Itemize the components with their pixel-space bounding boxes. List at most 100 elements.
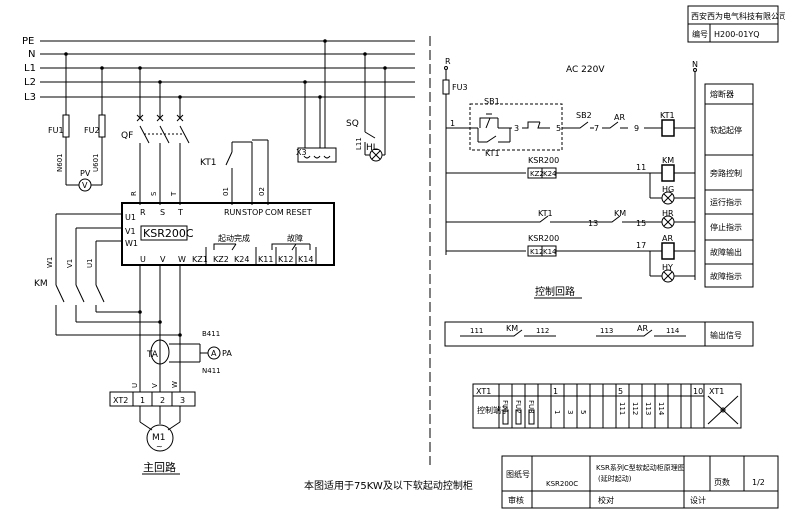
term-xt1: XT1 xyxy=(476,387,491,396)
wire-u1: U1 xyxy=(86,258,94,268)
wire-out-v: V xyxy=(151,383,159,388)
title-block-top: 西安西为电气科技有限公司 编号 H200-01YQ xyxy=(687,5,785,43)
term-col-10: 10 xyxy=(693,387,703,396)
term-col-1: 1 xyxy=(553,387,558,396)
company-name: 西安西为电气科技有限公司 xyxy=(691,11,785,21)
km-nc-label: KM xyxy=(614,209,626,218)
motor-sub: ~ xyxy=(156,442,163,451)
terminal-table: XT1 控制端子 FU1 FU2 FU3 1 5 10 XT1 1 3 5 11… xyxy=(472,383,742,429)
term-stop: STOP xyxy=(242,208,263,217)
wire-t: T xyxy=(170,191,178,197)
wire-v1: V1 xyxy=(66,259,74,268)
out-node-114: 114 xyxy=(666,327,680,335)
wire-02: 02 xyxy=(258,187,266,196)
node-11: 11 xyxy=(636,163,646,172)
title-block-bottom: 本图适用于75KW及以下软起动控制柜 图纸号 KSR200C KSR系列C型软起… xyxy=(304,455,779,509)
term-k24: K24 xyxy=(234,255,249,264)
term-k11: K11 xyxy=(258,255,273,264)
term-v: V xyxy=(160,255,166,264)
wire-b411: B411 xyxy=(202,330,220,338)
drawing-no-label: 图纸号 xyxy=(506,469,530,479)
wire-l11: L11 xyxy=(355,137,363,150)
bus-l3: L3 xyxy=(24,92,36,103)
term-code-1: 1 xyxy=(553,410,561,414)
term-col-xt1: XT1 xyxy=(709,387,724,396)
out-node-111: 111 xyxy=(470,327,483,335)
motor-label: M1 xyxy=(152,433,166,443)
ctrl-r: R xyxy=(445,57,451,66)
term-run: RUN xyxy=(224,208,241,217)
sb2-label: SB2 xyxy=(576,111,592,120)
audit-label: 审核 xyxy=(508,495,524,505)
fn-stop: 停止指示 xyxy=(710,222,742,232)
wire-u601: U601 xyxy=(92,154,100,172)
contact-u1: U1 xyxy=(125,213,136,222)
number-value: H200-01YQ xyxy=(714,30,760,39)
node-7: 7 xyxy=(594,124,599,133)
hl-label: HL xyxy=(366,143,378,153)
term-code-114: 114 xyxy=(657,402,665,416)
term-com: COM xyxy=(265,208,284,217)
term-fu2: FU2 xyxy=(514,400,522,414)
hg-label: HG xyxy=(662,185,674,194)
ctrl-n: N xyxy=(692,60,698,69)
term-code-112: 112 xyxy=(631,402,639,415)
kt1-contact-label: KT1 xyxy=(485,149,500,158)
hy-label: HY xyxy=(662,263,673,272)
drawing-name: KSR系列C型软起动柜原理图 xyxy=(596,463,685,472)
term-kz2: KZ2 xyxy=(213,255,229,264)
x3-label: X3 xyxy=(296,148,307,157)
term-k12: K12 xyxy=(278,255,293,264)
kz-pair1-b: K24 xyxy=(543,170,557,178)
kt1-coil-label: KT1 xyxy=(660,111,675,120)
km-label: KM xyxy=(34,279,48,289)
kz-pair2-b: K14 xyxy=(543,248,557,256)
output-signal-label: 输出信号 xyxy=(710,330,742,340)
wire-01: 01 xyxy=(222,187,230,196)
main-circuit: PE N L1 L2 L3 FU1 FU2 N601 U601 PV V QF xyxy=(22,36,415,475)
ksr200-label-2: KSR200 xyxy=(528,234,559,243)
device-model: KSR200C xyxy=(143,227,194,240)
kz-pair2-a: K12 xyxy=(530,248,544,256)
pa-symbol: A xyxy=(211,349,217,358)
ctrl-fu3: FU3 xyxy=(452,83,468,92)
wire-w1: W1 xyxy=(46,257,54,268)
term-code-5: 5 xyxy=(579,410,587,414)
out-node-112: 112 xyxy=(536,327,549,335)
contact-v1: V1 xyxy=(125,227,136,236)
pa-label: PA xyxy=(222,349,232,358)
fault-label: 故障 xyxy=(287,233,303,243)
xt2-label: XT2 xyxy=(113,396,128,405)
term-fu3: FU3 xyxy=(527,400,535,414)
term-s: S xyxy=(160,208,165,217)
fn-fault-out: 故障输出 xyxy=(710,247,742,257)
term-fu1: FU1 xyxy=(501,400,509,414)
contact-w1: W1 xyxy=(125,239,138,248)
kt1-label: KT1 xyxy=(200,158,216,168)
xt2-3: 3 xyxy=(180,396,185,405)
drawing-no-value: KSR200C xyxy=(546,480,578,488)
kt1-nc-label: KT1 xyxy=(538,209,553,218)
wire-r: R xyxy=(130,191,138,196)
fu1-label: FU1 xyxy=(48,126,64,135)
wire-out-w: W xyxy=(171,381,179,388)
fn-bypass: 旁路控制 xyxy=(710,168,742,178)
ksr200-label-1: KSR200 xyxy=(528,156,559,165)
fu2-label: FU2 xyxy=(84,126,100,135)
term-code-113: 113 xyxy=(644,402,652,415)
node-5: 5 xyxy=(556,124,561,133)
design-label: 设计 xyxy=(690,495,706,505)
pv-label: PV xyxy=(80,169,91,178)
node-17: 17 xyxy=(636,241,646,250)
fn-run: 运行指示 xyxy=(710,197,742,207)
ar-label: AR xyxy=(614,113,625,122)
number-label: 编号 xyxy=(692,29,708,39)
drawing-subname: (延时起动) xyxy=(598,474,632,483)
ta-label: TA xyxy=(146,350,159,360)
node-1: 1 xyxy=(450,119,455,128)
term-u: U xyxy=(140,255,146,264)
term-k14: K14 xyxy=(298,255,313,264)
pages-value: 1/2 xyxy=(752,478,765,487)
ar-coil-label: AR xyxy=(662,234,673,243)
